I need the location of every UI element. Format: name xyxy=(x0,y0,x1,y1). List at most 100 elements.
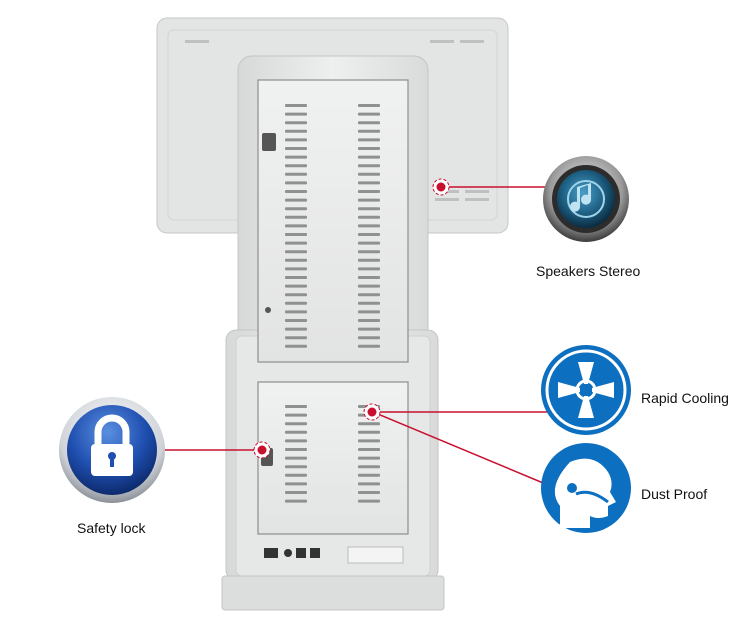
vent-slot xyxy=(358,327,380,331)
vent-slot xyxy=(358,439,380,443)
vent-slot xyxy=(285,405,307,408)
lock-hotspot xyxy=(253,441,271,459)
vent-slot xyxy=(358,155,380,159)
vent-slot xyxy=(358,224,380,228)
vent-slot xyxy=(285,491,307,494)
vent-slot xyxy=(358,422,380,426)
vent-slot xyxy=(358,198,380,202)
kiosk-base xyxy=(221,575,445,611)
vent-slot xyxy=(358,138,380,142)
safety-lock-label: Safety lock xyxy=(77,520,146,536)
upper-lock-key xyxy=(262,133,276,151)
vent-slot xyxy=(285,215,307,219)
vent-slot xyxy=(285,258,307,262)
vent-slot xyxy=(285,327,307,331)
vent-slot xyxy=(285,319,307,322)
vent-slot xyxy=(285,147,307,150)
vent-slot xyxy=(285,121,307,125)
lower-door xyxy=(257,381,409,535)
vent-slot xyxy=(285,439,307,443)
vent-slot xyxy=(358,430,380,434)
vent-slot xyxy=(285,112,307,116)
vent-slot xyxy=(285,413,307,417)
hotspot-markers xyxy=(253,178,450,459)
vent-slot xyxy=(285,241,307,245)
speaker-icon xyxy=(543,156,629,242)
padlock-icon xyxy=(59,397,165,503)
vent-slot xyxy=(285,233,307,236)
mask-head-icon xyxy=(541,443,631,533)
vent-slot xyxy=(358,344,380,348)
speaker-hotspot xyxy=(432,178,450,196)
vent-slot xyxy=(358,207,380,211)
vent-slot xyxy=(358,258,380,262)
vent-slot xyxy=(285,499,307,503)
vent-slot xyxy=(285,172,307,176)
vent-slot xyxy=(285,104,307,107)
vent-slot xyxy=(358,164,380,168)
vent-slot xyxy=(358,456,380,460)
vent-slot xyxy=(285,310,307,314)
vent-slot xyxy=(285,448,307,451)
vent-slot xyxy=(285,456,307,460)
vent-slot xyxy=(285,155,307,159)
vent-slot xyxy=(358,147,380,150)
vent-slot xyxy=(285,207,307,211)
vent-slot xyxy=(285,473,307,477)
vent-slot xyxy=(285,301,307,305)
vent-slot xyxy=(285,293,307,297)
dust-proof-label: Dust Proof xyxy=(641,486,708,502)
io-ports xyxy=(264,546,404,564)
vent-slot xyxy=(358,448,380,451)
fan-icon xyxy=(541,345,631,435)
vent-slot xyxy=(285,250,307,254)
vent-slot xyxy=(358,172,380,176)
vent-slot xyxy=(358,284,380,288)
vent-slot xyxy=(285,138,307,142)
speakers-stereo-label: Speakers Stereo xyxy=(536,263,641,279)
vent-slot xyxy=(358,104,380,107)
vent-slot xyxy=(358,276,380,279)
vent-slot xyxy=(358,473,380,477)
vent-slot xyxy=(285,430,307,434)
vent-slot xyxy=(358,319,380,322)
vent-slot xyxy=(285,284,307,288)
vent-slot xyxy=(285,465,307,469)
vent-slot xyxy=(285,336,307,340)
vent-slot xyxy=(358,241,380,245)
vent-slot xyxy=(358,112,380,116)
vent-slot xyxy=(358,233,380,236)
vent-slot xyxy=(358,301,380,305)
vent-slot xyxy=(358,181,380,185)
vent-slot xyxy=(358,499,380,503)
vent-slot xyxy=(285,190,307,193)
vent-slot xyxy=(285,276,307,279)
callout-lines xyxy=(160,186,550,486)
vent-slot xyxy=(285,344,307,348)
vent-slot xyxy=(358,336,380,340)
vent-slot xyxy=(358,482,380,486)
vent-slot xyxy=(285,164,307,168)
vent-slot xyxy=(358,310,380,314)
vent-slot xyxy=(358,267,380,271)
vent-slot xyxy=(285,129,307,133)
vent-slot xyxy=(358,293,380,297)
vent-slot xyxy=(285,224,307,228)
upper-door xyxy=(257,79,409,363)
vent-slot xyxy=(358,491,380,494)
vent-slot xyxy=(358,190,380,193)
vent-slot xyxy=(358,215,380,219)
cooling-hotspot xyxy=(363,403,381,421)
rapid-cooling-label: Rapid Cooling xyxy=(641,390,729,406)
vent-slot xyxy=(285,422,307,426)
vent-slot xyxy=(358,465,380,469)
vent-slot xyxy=(285,267,307,271)
vent-slot xyxy=(358,121,380,125)
vent-slot xyxy=(285,198,307,202)
vent-slot xyxy=(285,181,307,185)
vent-slot xyxy=(285,482,307,486)
vent-slot xyxy=(358,129,380,133)
vent-slot xyxy=(358,250,380,254)
